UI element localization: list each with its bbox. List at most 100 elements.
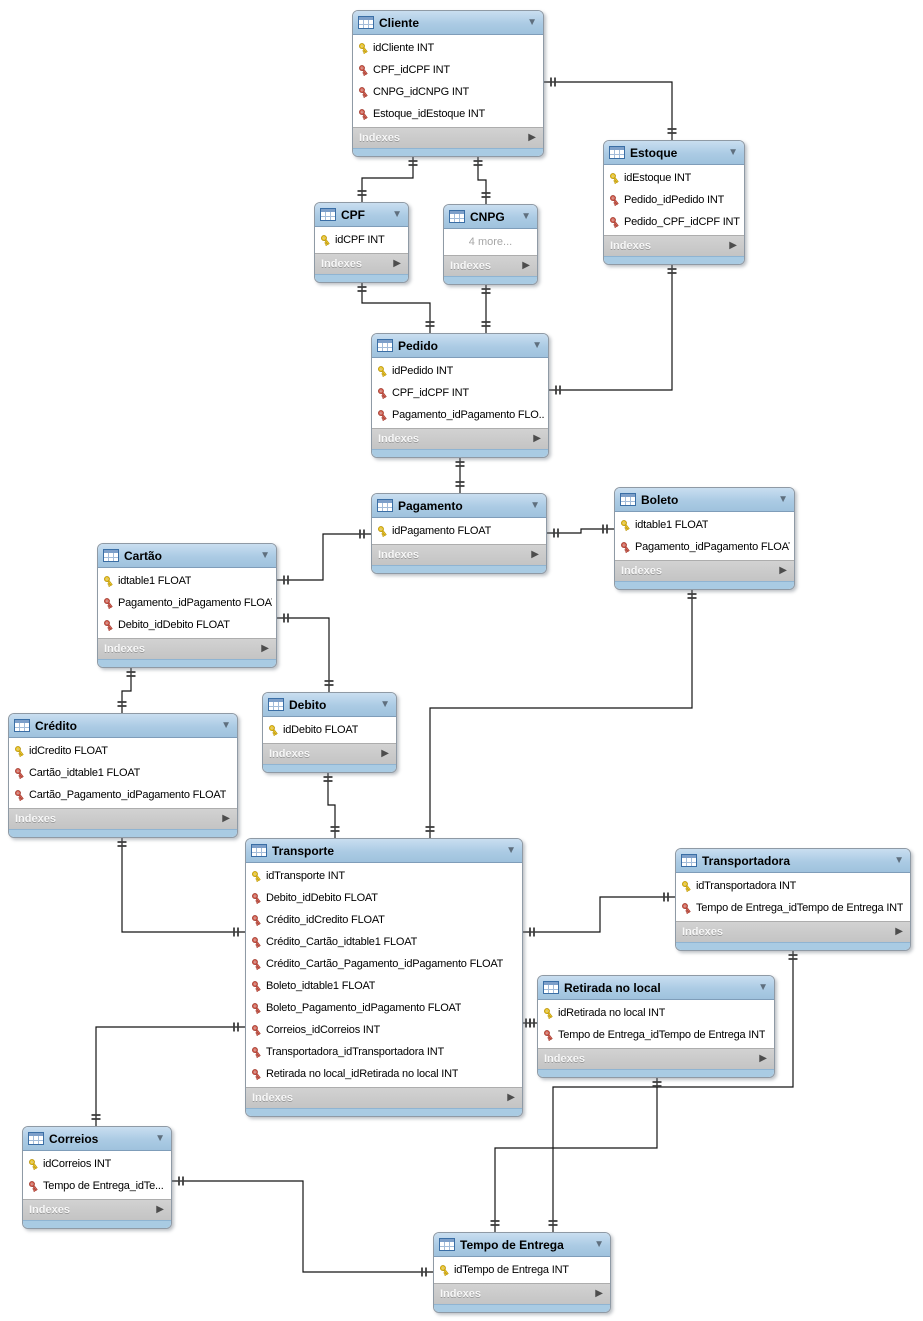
- table-header[interactable]: Transportadora ▼: [676, 849, 910, 873]
- column-row[interactable]: idtable1 FLOAT: [615, 514, 794, 536]
- expand-arrow-icon[interactable]: ▶: [381, 748, 389, 759]
- relationship-correios-tempo-de-entrega[interactable]: [172, 1176, 433, 1277]
- column-row[interactable]: Debito_idDebito FLOAT: [98, 614, 276, 636]
- indexes-bar[interactable]: Indexes ▶: [246, 1087, 522, 1108]
- collapse-chevron-icon[interactable]: ▼: [758, 981, 768, 993]
- expand-arrow-icon[interactable]: ▶: [393, 258, 401, 269]
- column-row[interactable]: Pedido_CPF_idCPF INT: [604, 211, 744, 233]
- indexes-bar[interactable]: Indexes ▶: [434, 1283, 610, 1304]
- table-header[interactable]: Cliente ▼: [353, 11, 543, 35]
- table-header[interactable]: CPF ▼: [315, 203, 408, 227]
- indexes-bar[interactable]: Indexes ▶: [615, 560, 794, 581]
- table-header[interactable]: Pedido ▼: [372, 334, 548, 358]
- expand-arrow-icon[interactable]: ▶: [895, 926, 903, 937]
- collapse-chevron-icon[interactable]: ▼: [380, 698, 390, 710]
- relationship-transporte-transportadora[interactable]: [523, 892, 675, 937]
- expand-arrow-icon[interactable]: ▶: [507, 1092, 515, 1103]
- column-row[interactable]: CNPG_idCNPG INT: [353, 81, 543, 103]
- relationship-crédito-transporte[interactable]: [117, 835, 246, 937]
- column-row[interactable]: Crédito_Cartão_idtable1 FLOAT: [246, 931, 522, 953]
- collapse-chevron-icon[interactable]: ▼: [530, 499, 540, 511]
- collapse-chevron-icon[interactable]: ▼: [506, 844, 516, 856]
- relationship-pedido-pagamento[interactable]: [455, 455, 465, 493]
- relationship-transportadora-tempo-de-entrega[interactable]: [548, 948, 798, 1232]
- column-row[interactable]: Pagamento_idPagamento FLOAT: [98, 592, 276, 614]
- table-header[interactable]: Estoque ▼: [604, 141, 744, 165]
- relationship-debito-transporte[interactable]: [323, 770, 340, 838]
- column-row[interactable]: idTransportadora INT: [676, 875, 910, 897]
- column-row[interactable]: Tempo de Entrega_idTe...: [23, 1175, 171, 1197]
- column-row[interactable]: Tempo de Entrega_idTempo de Entrega INT: [538, 1024, 774, 1046]
- indexes-bar[interactable]: Indexes ▶: [315, 253, 408, 274]
- expand-arrow-icon[interactable]: ▶: [531, 549, 539, 560]
- expand-arrow-icon[interactable]: ▶: [759, 1053, 767, 1064]
- column-row[interactable]: idCredito FLOAT: [9, 740, 237, 762]
- relationship-correios-transporte[interactable]: [91, 1022, 246, 1127]
- collapse-chevron-icon[interactable]: ▼: [155, 1132, 165, 1144]
- column-row[interactable]: idEstoque INT: [604, 167, 744, 189]
- table-node-cnpg[interactable]: CNPG ▼ 4 more... Indexes ▶: [443, 204, 538, 285]
- collapse-chevron-icon[interactable]: ▼: [728, 146, 738, 158]
- expand-arrow-icon[interactable]: ▶: [522, 260, 530, 271]
- column-row[interactable]: idCliente INT: [353, 37, 543, 59]
- column-row[interactable]: Estoque_idEstoque INT: [353, 103, 543, 125]
- column-row[interactable]: Transportadora_idTransportadora INT: [246, 1041, 522, 1063]
- collapse-chevron-icon[interactable]: ▼: [392, 208, 402, 220]
- column-row[interactable]: Crédito_Cartão_Pagamento_idPagamento FLO…: [246, 953, 522, 975]
- column-row[interactable]: idCorreios INT: [23, 1153, 171, 1175]
- indexes-bar[interactable]: Indexes ▶: [372, 544, 546, 565]
- column-row[interactable]: idCPF INT: [315, 229, 408, 251]
- expand-arrow-icon[interactable]: ▶: [528, 132, 536, 143]
- indexes-bar[interactable]: Indexes ▶: [676, 921, 910, 942]
- table-header[interactable]: Retirada no local ▼: [538, 976, 774, 1000]
- column-row[interactable]: idRetirada no local INT: [538, 1002, 774, 1024]
- table-node-pagamento[interactable]: Pagamento ▼ idPagamento FLOAT Indexes ▶: [371, 493, 547, 574]
- table-header[interactable]: Correios ▼: [23, 1127, 171, 1151]
- collapse-chevron-icon[interactable]: ▼: [221, 719, 231, 731]
- column-row[interactable]: CPF_idCPF INT: [353, 59, 543, 81]
- column-row[interactable]: idPagamento FLOAT: [372, 520, 546, 542]
- collapse-chevron-icon[interactable]: ▼: [594, 1238, 604, 1250]
- relationship-boleto-transporte[interactable]: [425, 587, 697, 838]
- relationship-transporte-retirada-no-local[interactable]: [523, 1018, 537, 1028]
- column-row[interactable]: idPedido INT: [372, 360, 548, 382]
- table-header[interactable]: CNPG ▼: [444, 205, 537, 229]
- column-row[interactable]: idTransporte INT: [246, 865, 522, 887]
- indexes-bar[interactable]: Indexes ▶: [9, 808, 237, 829]
- indexes-bar[interactable]: Indexes ▶: [353, 127, 543, 148]
- table-node-debito[interactable]: Debito ▼ idDebito FLOAT Indexes ▶: [262, 692, 397, 773]
- relationship-cartão-pagamento[interactable]: [277, 529, 371, 585]
- expand-arrow-icon[interactable]: ▶: [261, 643, 269, 654]
- table-header[interactable]: Tempo de Entrega ▼: [434, 1233, 610, 1257]
- table-header[interactable]: Pagamento ▼: [372, 494, 546, 518]
- expand-arrow-icon[interactable]: ▶: [779, 565, 787, 576]
- table-header[interactable]: Crédito ▼: [9, 714, 237, 738]
- expand-arrow-icon[interactable]: ▶: [729, 240, 737, 251]
- collapsed-columns-note[interactable]: 4 more...: [444, 229, 537, 255]
- table-header[interactable]: Debito ▼: [263, 693, 396, 717]
- table-header[interactable]: Cartão ▼: [98, 544, 276, 568]
- expand-arrow-icon[interactable]: ▶: [533, 433, 541, 444]
- table-node-retirada-no-local[interactable]: Retirada no local ▼ idRetirada no local …: [537, 975, 775, 1078]
- collapse-chevron-icon[interactable]: ▼: [894, 854, 904, 866]
- column-row[interactable]: idTempo de Entrega INT: [434, 1259, 610, 1281]
- column-row[interactable]: Crédito_idCredito FLOAT: [246, 909, 522, 931]
- indexes-bar[interactable]: Indexes ▶: [263, 743, 396, 764]
- expand-arrow-icon[interactable]: ▶: [222, 813, 230, 824]
- indexes-bar[interactable]: Indexes ▶: [604, 235, 744, 256]
- column-row[interactable]: Debito_idDebito FLOAT: [246, 887, 522, 909]
- column-row[interactable]: Cartão_idtable1 FLOAT: [9, 762, 237, 784]
- collapse-chevron-icon[interactable]: ▼: [260, 549, 270, 561]
- relationship-estoque-pedido[interactable]: [549, 262, 677, 395]
- collapse-chevron-icon[interactable]: ▼: [778, 493, 788, 505]
- relationship-cliente-cpf[interactable]: [357, 154, 418, 202]
- column-row[interactable]: Pagamento_idPagamento FLO...: [372, 404, 548, 426]
- column-row[interactable]: Boleto_idtable1 FLOAT: [246, 975, 522, 997]
- collapse-chevron-icon[interactable]: ▼: [532, 339, 542, 351]
